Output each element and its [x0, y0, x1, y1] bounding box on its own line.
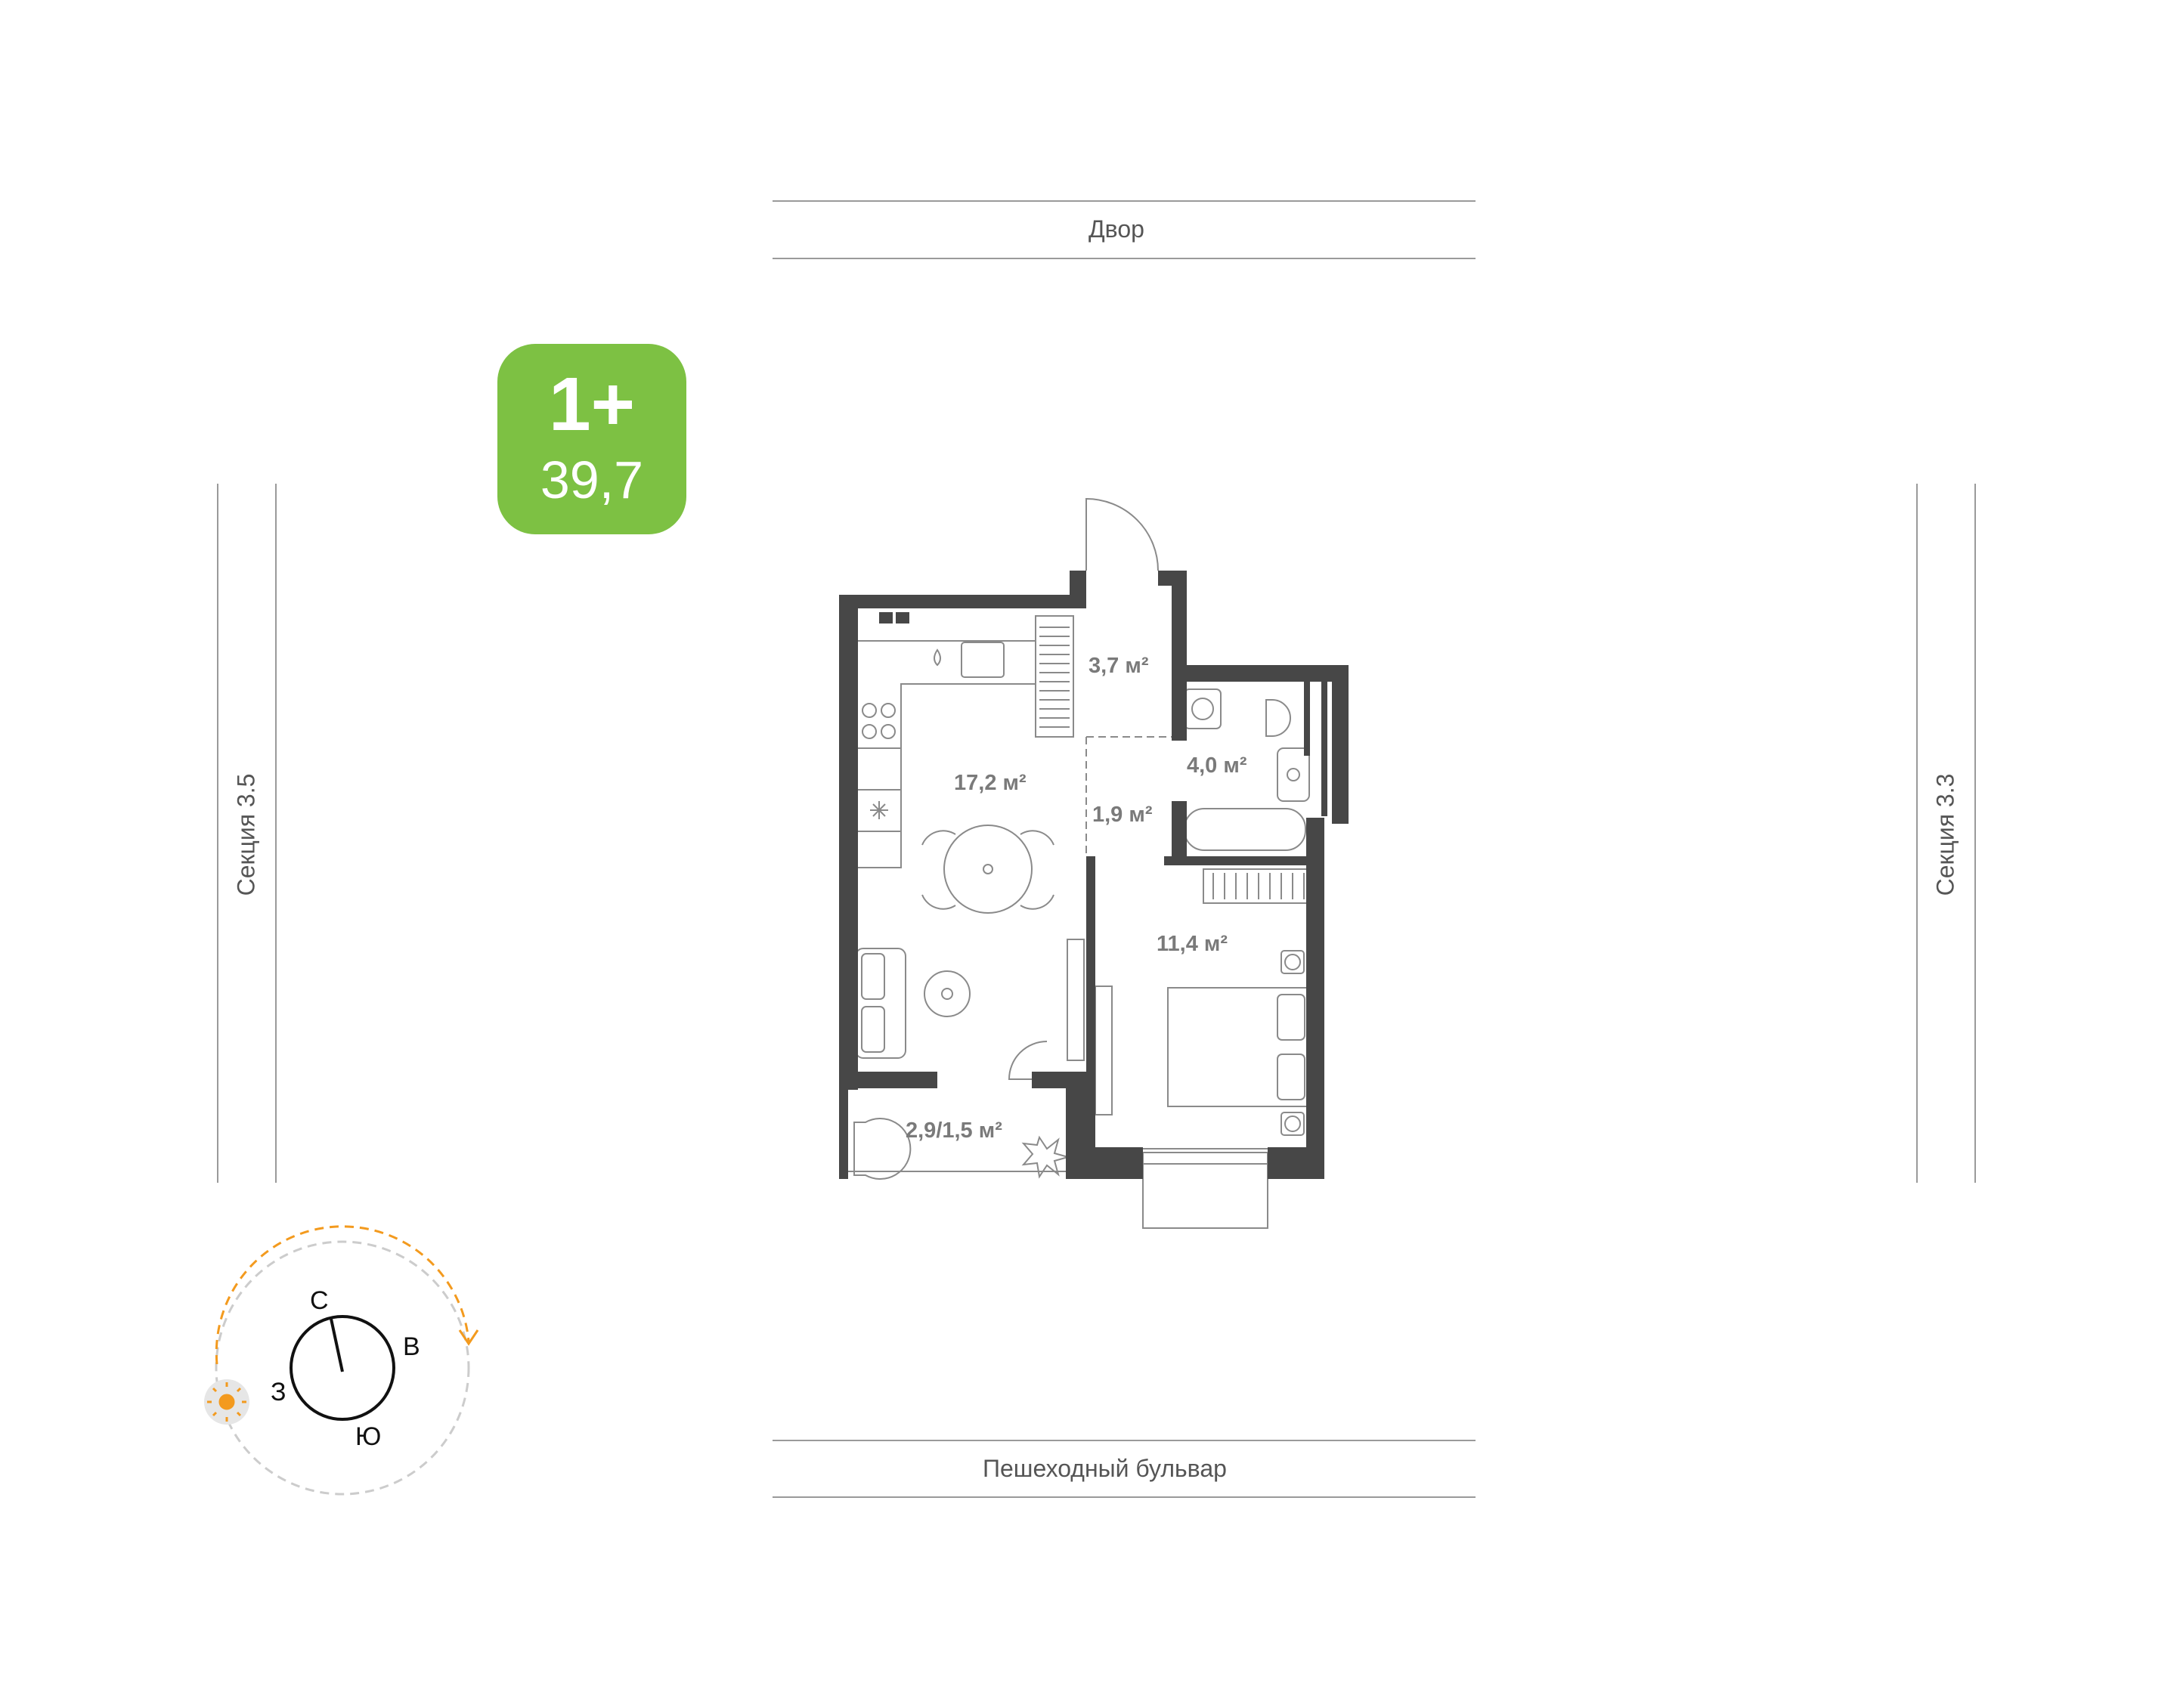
washing-machine — [1184, 688, 1222, 729]
compass-east: В — [403, 1332, 420, 1361]
compass: С В З Ю — [204, 1225, 479, 1496]
apartment-type: 1+ — [548, 362, 635, 447]
apartment-badge: 1+ 39,7 — [497, 344, 686, 534]
room-area-hall: 3,7 м² — [1088, 654, 1149, 678]
hall-wardrobe — [1035, 615, 1074, 738]
sun-path-day — [215, 1225, 470, 1365]
stove-burner-icon — [881, 724, 896, 739]
room-area-bedroom: 11,4 м² — [1157, 932, 1228, 956]
interior-door — [1008, 1041, 1048, 1080]
sun-path — [215, 1240, 470, 1496]
bottom-line-upper — [773, 1440, 1476, 1441]
compass-north: С — [310, 1286, 329, 1315]
chair — [921, 830, 956, 846]
compass-south: Ю — [355, 1422, 381, 1451]
stove-burner-icon — [862, 703, 877, 718]
entrance-door — [1085, 497, 1159, 571]
bed — [1167, 987, 1308, 1107]
chair — [1020, 830, 1054, 846]
dining-table — [943, 825, 1033, 914]
bathroom-sink — [1277, 747, 1310, 802]
corridor-zone — [1085, 736, 1175, 858]
toilet — [1265, 699, 1291, 737]
stove-burner-icon — [862, 724, 877, 739]
bedroom-wardrobe — [1203, 868, 1311, 904]
compass-needle-icon — [330, 1318, 344, 1372]
chair — [921, 894, 956, 910]
sun-icon — [207, 1382, 246, 1422]
stove-burner-icon — [881, 703, 896, 718]
chair — [1020, 894, 1054, 910]
kitchen-sink-icon — [961, 642, 1005, 678]
coffee-table — [924, 970, 971, 1017]
top-line-lower — [773, 258, 1476, 259]
left-line-inner — [275, 484, 277, 1183]
orientation-bottom-label: Пешеходный бульвар — [983, 1455, 1227, 1482]
sofa — [855, 948, 906, 1059]
nightstand — [1280, 950, 1305, 974]
room-area-kitchen: 17,2 м² — [954, 771, 1027, 795]
balcony-chair — [853, 1118, 912, 1180]
fan-icon — [870, 801, 888, 819]
compass-west: З — [271, 1378, 286, 1406]
left-line-outer — [217, 484, 218, 1183]
bathtub — [1184, 808, 1306, 851]
right-line-outer — [1974, 484, 1976, 1183]
right-line-inner — [1916, 484, 1918, 1183]
bedroom-window — [1142, 1152, 1268, 1229]
plant-icon — [1021, 1135, 1071, 1179]
kitchen-counter — [857, 640, 1036, 868]
top-line-upper — [773, 200, 1476, 202]
water-drop-icon — [934, 648, 941, 667]
room-area-corridor: 1,9 м² — [1092, 803, 1153, 827]
orientation-top-label: Двор — [1088, 215, 1144, 243]
compass-dial — [290, 1315, 395, 1421]
apartment-total-area: 39,7 — [540, 450, 644, 509]
nightstand — [1280, 1112, 1305, 1136]
bottom-line-lower — [773, 1496, 1476, 1498]
walls — [839, 571, 1349, 1179]
sun-path-arrow-icon — [458, 1329, 479, 1346]
room-area-bath: 4,0 м² — [1187, 753, 1247, 778]
fixtures — [848, 497, 1311, 1229]
tv-unit — [1095, 986, 1113, 1115]
room-area-balcony: 2,9/1,5 м² — [906, 1119, 1002, 1143]
tv-unit — [1067, 939, 1085, 1061]
